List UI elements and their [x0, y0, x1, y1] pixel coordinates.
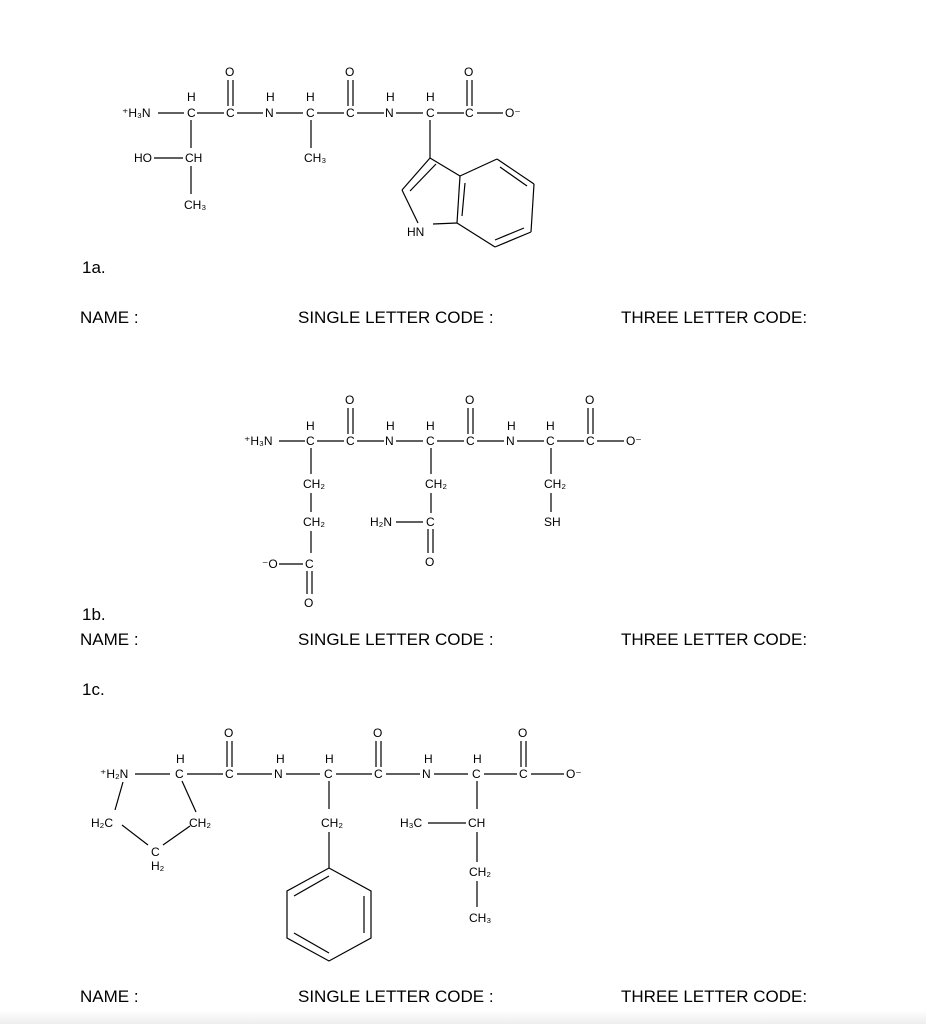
atom-h: H — [325, 752, 334, 766]
atom-c: C — [586, 434, 595, 448]
atom-h: H — [386, 419, 395, 433]
atom-o: O — [465, 393, 474, 407]
atom-h: H — [386, 90, 395, 104]
atom-ca: C — [306, 106, 315, 120]
atom-h: H — [306, 90, 315, 104]
atom-o: O — [304, 596, 313, 610]
atom-o: O — [225, 65, 234, 79]
atom-c: C — [226, 106, 235, 120]
atom-ch2: CH₂ — [469, 865, 491, 879]
single-letter-code-label: SINGLE LETTER CODE : — [298, 987, 494, 1006]
three-letter-code-label: THREE LETTER CODE: — [621, 308, 808, 327]
atom-h: H — [507, 419, 516, 433]
atom-h: H — [187, 90, 196, 104]
atom-ch2: CH₂ — [303, 515, 325, 529]
benzene-ring — [286, 867, 372, 962]
question-number-1c: 1c. — [82, 680, 105, 699]
atom-amine: ⁺H₃N — [244, 434, 273, 448]
atom-o: O — [224, 726, 233, 740]
atom-ca: C — [306, 434, 315, 448]
question-number-1a: 1a. — [82, 258, 106, 277]
atom-h2n: H₂N — [370, 515, 392, 529]
atom-n: N — [385, 106, 394, 120]
atom-ch2: CH₂ — [321, 816, 343, 830]
atom-h: H — [426, 90, 435, 104]
atom-amine: ⁺H₂N — [100, 767, 128, 781]
atom-h: H — [266, 90, 275, 104]
name-label: NAME : — [80, 987, 139, 1006]
atom-ca: C — [324, 767, 333, 781]
name-label: NAME : — [80, 308, 139, 327]
indole-ring — [401, 157, 535, 248]
atom-n: N — [506, 434, 515, 448]
atom-c: C — [346, 434, 355, 448]
atom-h: H — [473, 752, 482, 766]
atom-o: O — [425, 555, 434, 569]
structure-1a: ⁺H₃N H C C O H N H C C O H N H C C O O⁻ … — [122, 65, 535, 248]
atom-ch: CH — [185, 151, 202, 165]
question-number-1b: 1b. — [82, 605, 106, 624]
atom-ca: C — [426, 106, 435, 120]
atom-c: C — [466, 434, 475, 448]
atom-ca: C — [175, 767, 184, 781]
atom-o: O — [345, 393, 354, 407]
atom-ca: C — [187, 106, 196, 120]
atom-ch2: CH₂ — [425, 477, 447, 491]
atom-ch2: CH₂ — [303, 477, 325, 491]
structure-1c: ⁺H₂N H C C O H N H C C O H N H C C O O⁻ … — [91, 726, 582, 962]
atom-ca: C — [546, 434, 555, 448]
atom-c: C — [374, 767, 383, 781]
atom-c: C — [305, 557, 314, 571]
atom-c: C — [225, 767, 234, 781]
atom-h: H — [424, 752, 433, 766]
atom-sh: SH — [544, 515, 561, 529]
atom-ch2: CH₂ — [544, 477, 566, 491]
atom-h: H — [306, 419, 315, 433]
atom-c: C — [519, 767, 528, 781]
atom-ch3: CH₃ — [304, 151, 326, 165]
atom-h2c: H₂C — [91, 816, 113, 830]
atom-h2: H₂ — [151, 859, 165, 873]
three-letter-code-label: THREE LETTER CODE: — [621, 987, 808, 1006]
atom-n: N — [274, 767, 283, 781]
atom-amine: ⁺H₃N — [122, 106, 151, 120]
structure-1b: ⁺H₃N H C C O H N H C C O H N H C C O O⁻ … — [244, 393, 642, 610]
atom-ch3: CH₃ — [469, 911, 491, 925]
atom-o: O — [585, 393, 594, 407]
atom-c: C — [426, 515, 435, 529]
atom-h: H — [546, 419, 555, 433]
atom-o-minus: O⁻ — [505, 106, 521, 120]
atom-h: H — [276, 752, 285, 766]
atom-h3c: H₃C — [400, 816, 423, 830]
single-letter-code-label: SINGLE LETTER CODE : — [298, 308, 494, 327]
atom-ch3: CH₃ — [184, 198, 206, 212]
atom-n: N — [265, 106, 274, 120]
atom-o-minus: O⁻ — [566, 767, 582, 781]
atom-ca: C — [472, 767, 481, 781]
name-label: NAME : — [80, 630, 139, 649]
atom-o: O — [373, 726, 382, 740]
atom-c: C — [346, 106, 355, 120]
atom-n: N — [422, 767, 431, 781]
page-bottom-edge — [0, 1010, 926, 1024]
atom-ca: C — [426, 434, 435, 448]
atom-minus-o: ⁻O — [262, 557, 278, 571]
atom-o: O — [518, 726, 527, 740]
three-letter-code-label: THREE LETTER CODE: — [621, 630, 808, 649]
atom-o: O — [345, 65, 354, 79]
atom-hn: HN — [407, 225, 424, 239]
atom-ho: HO — [134, 151, 152, 165]
atom-c: C — [465, 106, 474, 120]
single-letter-code-label: SINGLE LETTER CODE : — [298, 630, 494, 649]
atom-ch: CH — [468, 816, 485, 830]
atom-c-ring: C — [151, 845, 160, 859]
atom-n: N — [385, 434, 394, 448]
atom-o-minus: O⁻ — [626, 434, 642, 448]
atom-h: H — [426, 419, 435, 433]
atom-h: H — [176, 752, 185, 766]
atom-ch2: CH₂ — [189, 816, 211, 830]
atom-o: O — [464, 65, 473, 79]
